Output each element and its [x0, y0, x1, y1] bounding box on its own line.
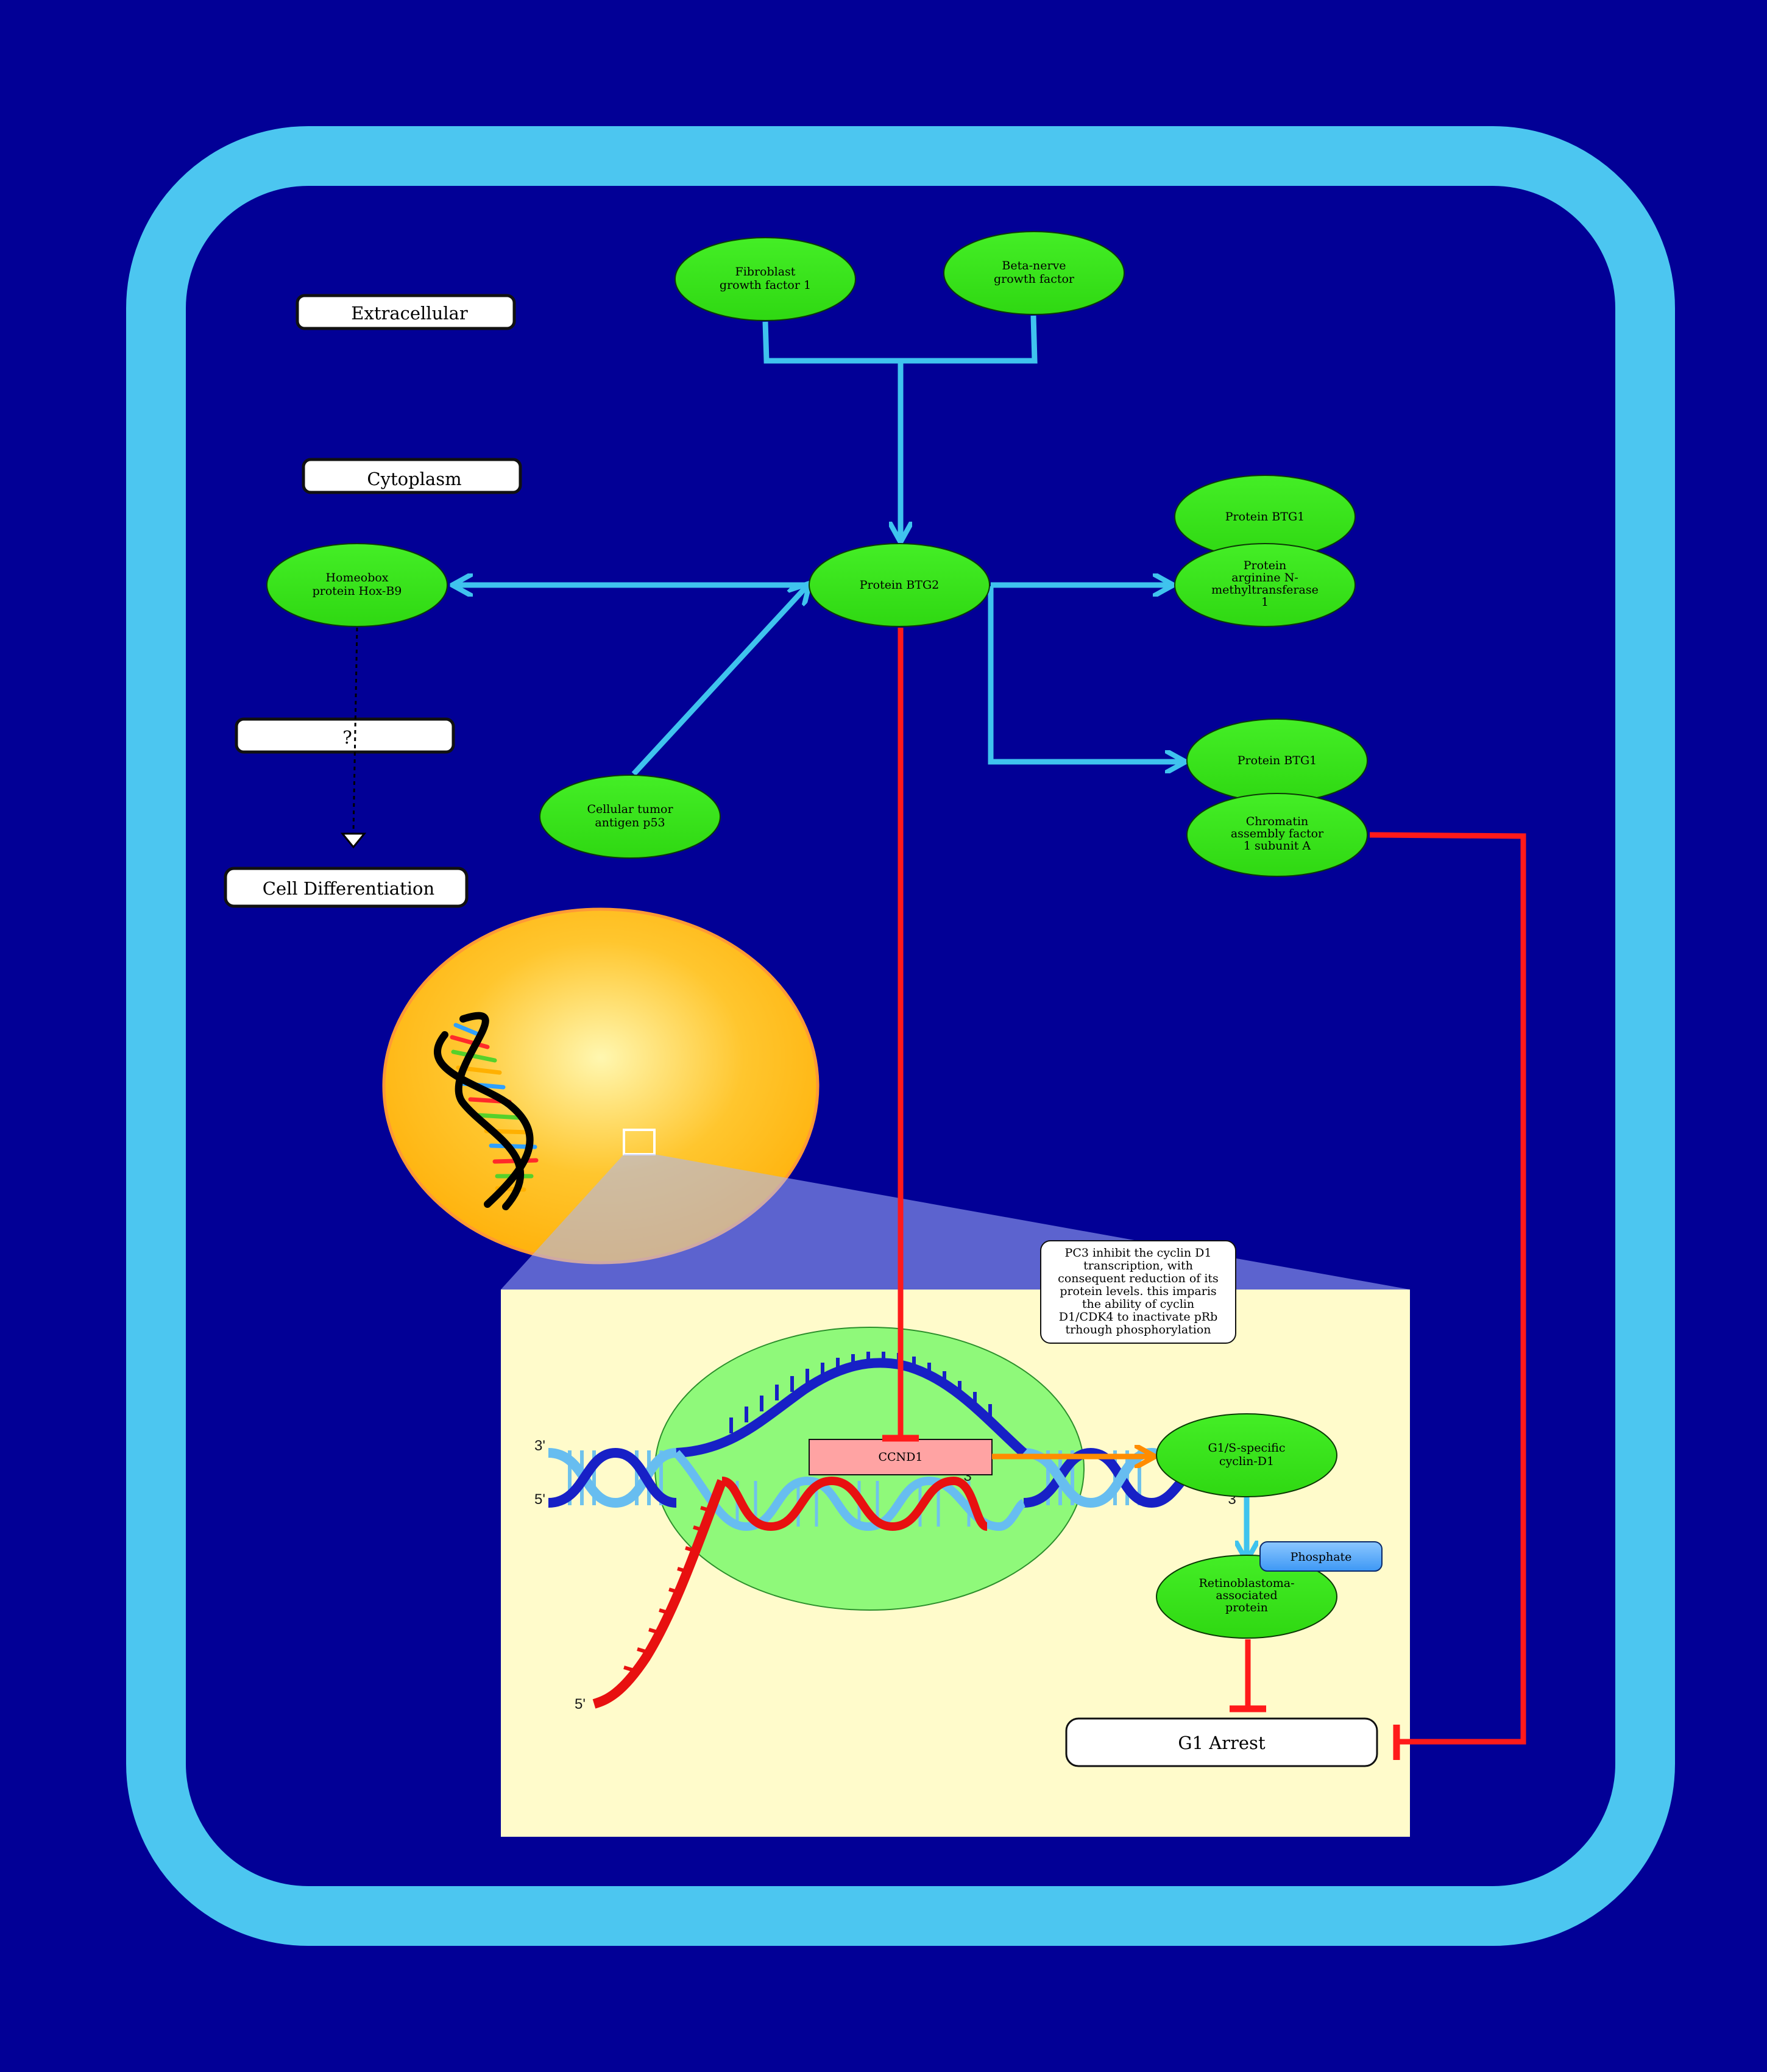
node-btg1-complex-a[interactable]: Protein BTG1	[1174, 475, 1356, 559]
node-p53[interactable]: Cellular tumor antigen p53	[539, 775, 721, 859]
node-rb-line-1: Retinoblastoma-	[1199, 1577, 1294, 1590]
node-rb[interactable]: Retinoblastoma- associated protein	[1156, 1555, 1337, 1639]
p53-btg2-edge	[631, 585, 808, 776]
dna-helix-icon	[434, 1012, 539, 1210]
strand-label-tail: 5'	[575, 1696, 586, 1712]
g1-arrest-label: G1 Arrest	[1178, 1733, 1266, 1753]
node-rb-line-3: protein	[1225, 1601, 1268, 1614]
note-line-6: D1/CDK4 to inactivate pRb	[1059, 1310, 1218, 1324]
node-cyclin-d1-line-1: G1/S-specific	[1208, 1441, 1286, 1455]
note-line-5: the ability of cyclin	[1082, 1297, 1194, 1311]
cytoplasm-label: Cytoplasm	[367, 469, 461, 489]
fgf1-merge-edge	[762, 321, 901, 364]
node-chaf1a-line-3: 1 subunit A	[1244, 839, 1311, 853]
node-prmt1[interactable]: Protein arginine N- methyltransferase 1	[1174, 543, 1356, 627]
extracellular-label: Extracellular	[351, 303, 468, 324]
extracellular-label-box: Extracellular	[296, 294, 516, 330]
node-hoxb9-line-1: Homeobox	[325, 571, 388, 584]
cytoplasm-label-box: Cytoplasm	[302, 458, 522, 494]
note-line-1: PC3 inhibit the cyclin D1	[1065, 1246, 1212, 1260]
activation-edges	[455, 315, 1247, 1559]
node-p53-line-2: antigen p53	[595, 816, 665, 829]
phosphate-label: Phosphate	[1291, 1550, 1352, 1564]
node-prmt1-line-3: methyltransferase	[1211, 583, 1319, 597]
node-cyclin-d1-line-2: cyclin-D1	[1219, 1455, 1274, 1468]
strand-label-5prime: 5'	[534, 1491, 545, 1508]
node-fgf1-line-1: Fibroblast	[735, 265, 796, 279]
node-chaf1a-line-2: assembly factor	[1231, 827, 1324, 840]
inhibition-edges	[882, 628, 1526, 1760]
btg2-chaf1a-edge	[988, 586, 1183, 762]
node-ngf-line-1: Beta-nerve	[1002, 259, 1066, 272]
node-chaf1a[interactable]: Chromatin assembly factor 1 subunit A	[1186, 793, 1368, 877]
node-ngf-line-2: growth factor	[994, 272, 1075, 286]
ngf-merge-edge	[901, 315, 1038, 364]
node-fgf1[interactable]: Fibroblast growth factor 1	[675, 237, 856, 321]
g1-arrest-box[interactable]: G1 Arrest	[1065, 1717, 1378, 1767]
node-p53-line-1: Cellular tumor	[587, 803, 673, 816]
unknown-step-box: ?	[235, 717, 455, 754]
cell-differentiation-box: Cell Differentiation	[224, 867, 469, 908]
node-hoxb9-line-2: protein Hox-B9	[313, 584, 402, 598]
cell-differentiation-label: Cell Differentiation	[263, 878, 434, 899]
node-btg2-line-1: Protein BTG2	[860, 578, 939, 592]
node-btg1-a-line-1: Protein BTG1	[1225, 510, 1305, 523]
zoom-projection	[501, 1154, 1410, 1290]
differentiation-arrow-head	[340, 832, 367, 849]
node-rb-line-2: associated	[1216, 1589, 1277, 1602]
node-hoxb9[interactable]: Homeobox protein Hox-B9	[266, 543, 448, 627]
note-line-3: consequent reduction of its	[1058, 1272, 1219, 1285]
node-chaf1a-line-1: Chromatin	[1246, 815, 1309, 828]
ccnd1-label: CCND1	[878, 1450, 922, 1464]
node-ngf[interactable]: Beta-nerve growth factor	[943, 231, 1125, 315]
note-line-2: transcription, with	[1083, 1259, 1193, 1272]
node-cyclin-d1[interactable]: G1/S-specific cyclin-D1	[1156, 1413, 1337, 1497]
node-fgf1-line-2: growth factor 1	[720, 279, 811, 292]
dna-double-helix: 3' 5' 3 3 5'	[534, 1352, 1236, 1712]
note-line-4: protein levels. this imparis	[1060, 1285, 1216, 1298]
strand-label-3prime: 3'	[534, 1438, 545, 1454]
note-line-7: trhough phosphorylation	[1065, 1323, 1211, 1336]
phosphate-modification[interactable]: Phosphate	[1259, 1541, 1383, 1572]
node-prmt1-line-2: arginine N-	[1231, 571, 1298, 584]
node-prmt1-line-4: 1	[1261, 595, 1269, 609]
ccnd1-gene[interactable]: CCND1	[809, 1439, 993, 1475]
node-btg1-complex-b[interactable]: Protein BTG1	[1186, 718, 1368, 803]
hoxb9-differentiation-link	[352, 627, 358, 833]
chaf1a-g1-inhibition	[1369, 832, 1526, 1745]
node-btg2[interactable]: Protein BTG2	[809, 543, 990, 627]
mechanism-note: PC3 inhibit the cyclin D1 transcription,…	[1040, 1240, 1236, 1344]
node-prmt1-line-1: Protein	[1244, 559, 1287, 572]
node-btg1-b-line-1: Protein BTG1	[1238, 754, 1317, 767]
cell-membrane	[126, 126, 1675, 1946]
unknown-step-label: ?	[342, 727, 352, 748]
